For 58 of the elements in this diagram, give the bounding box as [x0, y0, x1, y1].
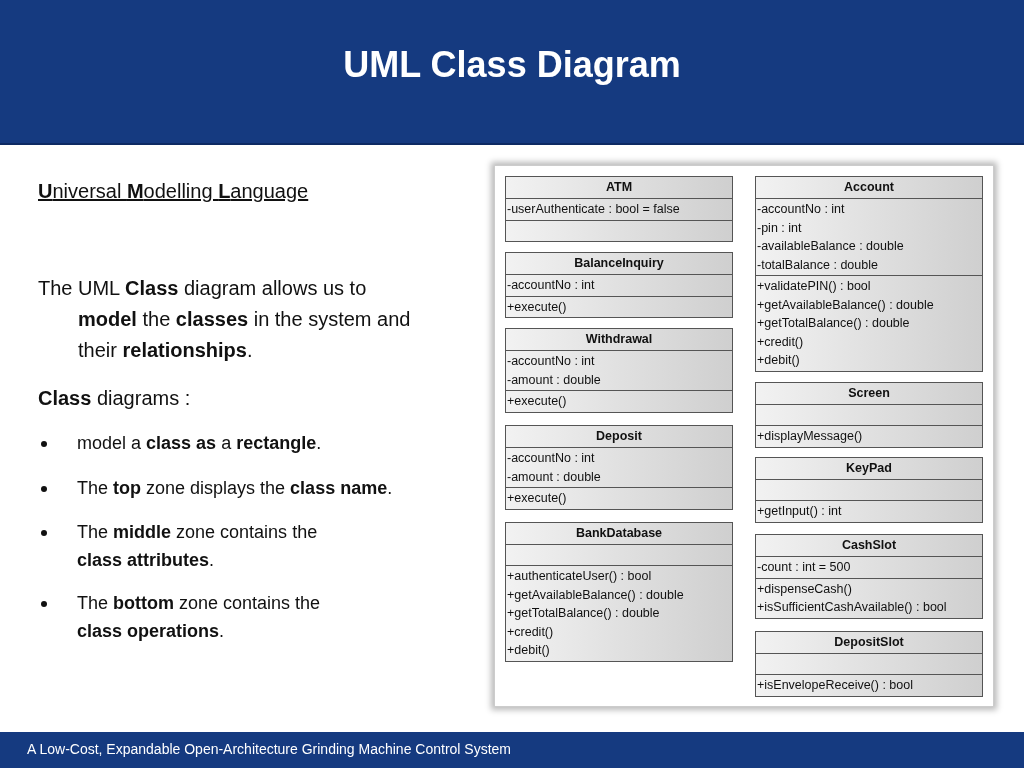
slide-title: UML Class Diagram	[342, 44, 682, 86]
operation-text: +credit()	[756, 333, 805, 351]
bullet-text: The top zone displays the class name.	[77, 477, 394, 500]
operation-text: +execute()	[506, 393, 568, 410]
paragraph-text: The UML Class diagram allows us to model the classes in the system and their relationships.	[38, 276, 412, 363]
class-box	[505, 425, 733, 510]
operation-text: +authenticateUser() : bool	[506, 568, 653, 585]
class-box	[755, 176, 983, 372]
operation-text: +getInput() : int	[756, 503, 843, 520]
footer-text: A Low-Cost, Expandable Open-Architecture Grinding Machine Control System	[27, 740, 512, 759]
operation-text: +credit()	[506, 623, 555, 641]
class-box	[755, 631, 983, 697]
operation-text: +getTotalBalance() : double	[506, 605, 661, 622]
class-name: Account	[843, 179, 895, 196]
attribute-text: -availableBalance : double	[756, 238, 905, 255]
operation-text: +validatePIN() : bool	[756, 278, 872, 295]
attribute-text: -amount : double	[506, 371, 602, 389]
class-name: ATM	[604, 179, 634, 196]
bullet-text: The bottom zone contains the class operations.	[77, 592, 322, 643]
operation-text: +execute()	[506, 490, 568, 507]
class-box	[505, 328, 733, 413]
class-box	[505, 522, 733, 662]
class-name: Withdrawal	[584, 331, 654, 348]
class-box	[755, 382, 983, 448]
attribute-text: -pin : int	[756, 219, 803, 237]
attribute-text: -userAuthenticate : bool = false	[506, 201, 681, 218]
operation-text: +getAvailableBalance() : double	[756, 296, 935, 314]
attribute-text: -amount : double	[506, 468, 602, 486]
bullet-text: model a class as a rectangle.	[77, 432, 323, 455]
operation-text: +getAvailableBalance() : double	[506, 586, 685, 604]
class-name: KeyPad	[845, 460, 893, 477]
class-name: CashSlot	[840, 537, 898, 554]
operation-text: +isEnvelopeReceive() : bool	[756, 677, 914, 694]
class-box	[505, 252, 733, 318]
class-box	[755, 457, 983, 523]
class-name: Deposit	[595, 428, 643, 445]
heading-text: Class diagrams :	[38, 386, 192, 411]
attribute-text: -accountNo : int	[756, 201, 846, 218]
class-name: BalanceInquiry	[573, 255, 665, 272]
class-box	[755, 534, 983, 619]
bullet-text: The middle zone contains the class attributes.	[77, 521, 319, 572]
operation-text: +displayMessage()	[756, 428, 864, 445]
class-name: BankDatabase	[574, 525, 664, 542]
operation-text: +execute()	[506, 298, 568, 316]
class-name: DepositSlot	[833, 634, 905, 651]
attribute-text: -accountNo : int	[506, 277, 596, 294]
attribute-text: -totalBalance : double	[756, 256, 879, 274]
class-box	[505, 176, 733, 242]
operation-text: +getTotalBalance() : double	[756, 315, 911, 332]
heading-text: Universal Modelling Language	[38, 179, 310, 204]
operation-text: +dispenseCash()	[756, 580, 853, 598]
attribute-text: -accountNo : int	[506, 450, 596, 467]
class-name: Screen	[847, 385, 891, 402]
attribute-text: -accountNo : int	[506, 353, 596, 370]
attribute-text: -count : int = 500	[756, 559, 852, 576]
operation-text: +debit()	[506, 642, 551, 659]
operation-text: +isSufficientCashAvailable() : bool	[756, 599, 948, 616]
operation-text: +debit()	[756, 352, 801, 369]
